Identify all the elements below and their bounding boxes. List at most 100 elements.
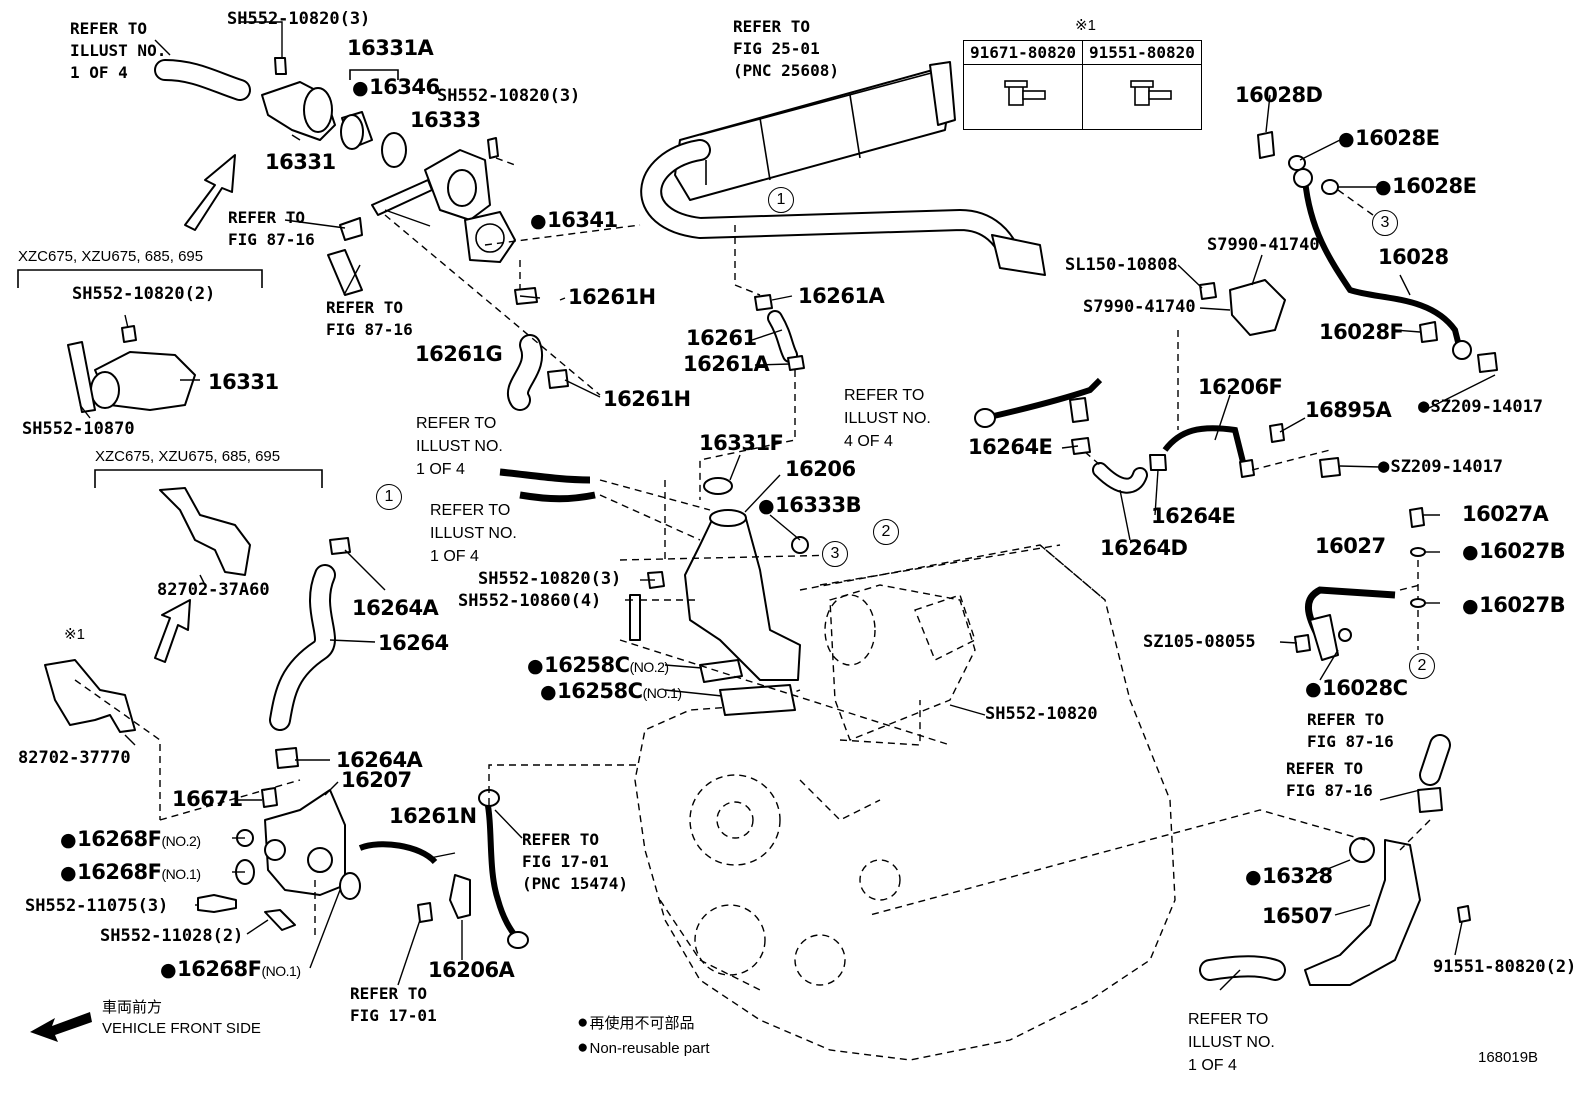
thermostat-16346 bbox=[340, 69, 407, 168]
part-label[interactable]: 16028 bbox=[1378, 245, 1449, 269]
part-label[interactable]: 82702-37770 bbox=[18, 748, 131, 768]
water-pump-16207 bbox=[159, 779, 361, 940]
part-label[interactable]: SH552-10820(3) bbox=[437, 86, 581, 106]
refer-fig-87-16-b: REFER TO FIG 87-16 bbox=[326, 298, 413, 339]
refer-fig-87-16-a: REFER TO FIG 87-16 bbox=[228, 208, 315, 249]
nonreusable-legend-jp: 再使用不可部品 bbox=[577, 1013, 694, 1032]
part-label[interactable]: 91551-80820(2) bbox=[1433, 957, 1577, 977]
callout-2: 2 bbox=[1409, 653, 1435, 679]
part-label[interactable]: SZ209-14017 bbox=[1378, 457, 1503, 476]
part-label[interactable]: 16264E bbox=[968, 435, 1053, 459]
part-label[interactable]: 82702-37A60 bbox=[157, 580, 270, 600]
part-label[interactable]: 16258C(NO.2) bbox=[527, 655, 669, 676]
part-label[interactable]: 16261A bbox=[683, 352, 770, 376]
part-label[interactable]: SH552-11028(2) bbox=[100, 926, 244, 946]
bracket-16206A bbox=[449, 874, 471, 919]
part-label[interactable]: 16331F bbox=[699, 431, 784, 455]
part-label[interactable]: 16261H bbox=[568, 285, 656, 309]
vehicle-front-arrow bbox=[30, 1012, 92, 1042]
part-label[interactable]: SL150-10808 bbox=[1065, 255, 1178, 275]
hoses-illust-1 bbox=[499, 468, 711, 560]
part-label[interactable]: 16028C bbox=[1305, 678, 1408, 699]
callout-1: 1 bbox=[768, 187, 794, 213]
part-label[interactable]: 16028E bbox=[1375, 176, 1477, 197]
thermostat-housing-16333 bbox=[371, 137, 516, 263]
part-label[interactable]: 16027 bbox=[1315, 534, 1386, 558]
part-label[interactable]: 16264E bbox=[1151, 504, 1236, 528]
part-label[interactable]: 16261H bbox=[603, 387, 691, 411]
part-label[interactable]: S7990-41740 bbox=[1083, 297, 1196, 317]
part-label[interactable]: 16027A bbox=[1462, 502, 1549, 526]
part-label[interactable]: SH552-10820(3) bbox=[478, 569, 622, 589]
part-label[interactable]: SH552-10820(3) bbox=[227, 9, 371, 29]
part-label[interactable]: 16258C(NO.1) bbox=[540, 681, 682, 702]
bolt-91551[interactable]: 91551-80820 bbox=[1081, 40, 1202, 65]
part-label[interactable]: 16206F bbox=[1198, 375, 1283, 399]
part-label[interactable]: 16333B bbox=[758, 495, 862, 516]
nonreusable-legend-en: Non-reusable part bbox=[577, 1038, 709, 1057]
water-outlet-16206 bbox=[619, 477, 951, 746]
part-label[interactable]: 16346 bbox=[352, 77, 440, 98]
part-label[interactable]: SZ105-08055 bbox=[1143, 632, 1256, 652]
bracket-S7990 bbox=[1177, 279, 1286, 430]
part-label[interactable]: 16264A bbox=[352, 596, 439, 620]
part-label[interactable]: 16206A bbox=[428, 958, 515, 982]
part-label[interactable]: 16268F(NO.1) bbox=[160, 959, 301, 980]
part-label[interactable]: 16331 bbox=[208, 370, 279, 394]
water-inlet-variant-16331 bbox=[67, 325, 196, 413]
part-label[interactable]: 16264D bbox=[1100, 536, 1188, 560]
part-label[interactable]: SH552-10820(2) bbox=[72, 284, 216, 304]
part-label[interactable]: 16027B bbox=[1462, 541, 1566, 562]
part-label[interactable]: 16264A bbox=[336, 748, 423, 772]
direction-arrow-top bbox=[184, 154, 236, 231]
callout-3: 3 bbox=[1372, 210, 1398, 236]
part-label[interactable]: 16261G bbox=[415, 342, 503, 366]
part-label[interactable]: 16671 bbox=[172, 787, 243, 811]
part-label[interactable]: 16261A bbox=[798, 284, 885, 308]
part-label[interactable]: 16268F(NO.1) bbox=[60, 862, 201, 883]
refer-illust-1-mid-a: REFER TO ILLUST NO. 1 OF 4 bbox=[416, 415, 503, 478]
part-label[interactable]: 16027B bbox=[1462, 595, 1566, 616]
part-label[interactable]: 16264 bbox=[378, 631, 449, 655]
refer-illust-1-mid-b: REFER TO ILLUST NO. 1 OF 4 bbox=[430, 502, 517, 565]
part-label[interactable]: SH552-10870 bbox=[22, 419, 135, 439]
part-label[interactable]: 16333 bbox=[410, 108, 481, 132]
part-label[interactable]: SH552-10820 bbox=[985, 704, 1098, 724]
part-label[interactable]: 16028D bbox=[1235, 83, 1323, 107]
variant-label-1: XZC675, XZU675, 685, 695 bbox=[18, 248, 204, 265]
part-label[interactable]: SH552-11075(3) bbox=[25, 896, 169, 916]
part-label[interactable]: 16507 bbox=[1262, 904, 1333, 928]
part-label[interactable]: 16895A bbox=[1305, 398, 1392, 422]
part-label[interactable]: 16331A bbox=[347, 36, 434, 60]
part-label[interactable]: 16206 bbox=[785, 457, 856, 481]
part-label[interactable]: 16207 bbox=[341, 768, 412, 792]
part-label[interactable]: SH552-10860(4) bbox=[458, 591, 602, 611]
pipe-16028 bbox=[1257, 131, 1498, 373]
part-label[interactable]: 16328 bbox=[1245, 866, 1333, 887]
part-label[interactable]: 16028F bbox=[1319, 320, 1404, 344]
part-label[interactable]: 16261 bbox=[686, 326, 757, 350]
variant-bracket-2 bbox=[94, 469, 323, 488]
bolt-91671[interactable]: 91671-80820 bbox=[963, 40, 1083, 65]
bolt-icon bbox=[1081, 64, 1202, 130]
bolt-icon bbox=[963, 64, 1083, 130]
callout-3: 3 bbox=[822, 541, 848, 567]
refer-fig-87-16-c: REFER TO FIG 87-16 bbox=[1307, 710, 1394, 751]
part-label[interactable]: 16268F(NO.2) bbox=[60, 829, 201, 850]
hose-16261 bbox=[699, 225, 805, 500]
part-label[interactable]: 16341 bbox=[530, 210, 618, 231]
refer-fig-87-16-d: REFER TO FIG 87-16 bbox=[1286, 759, 1373, 800]
part-label[interactable]: S7990-41740 bbox=[1207, 235, 1320, 255]
part-label[interactable]: SZ209-14017 bbox=[1418, 397, 1543, 416]
note-mark: ※1 bbox=[1075, 17, 1096, 34]
vehicle-front-label-jp: 車両前方 bbox=[102, 999, 163, 1016]
part-label[interactable]: 16331 bbox=[265, 150, 336, 174]
diagram-id: 168019B bbox=[1478, 1049, 1539, 1066]
part-label[interactable]: 16028E bbox=[1338, 128, 1440, 149]
engine-block-outline bbox=[634, 544, 1176, 1061]
variant-label-2: XZC675, XZU675, 685, 695 bbox=[95, 448, 281, 465]
part-label[interactable]: 16261N bbox=[389, 804, 477, 828]
turbo-housing bbox=[824, 584, 976, 746]
